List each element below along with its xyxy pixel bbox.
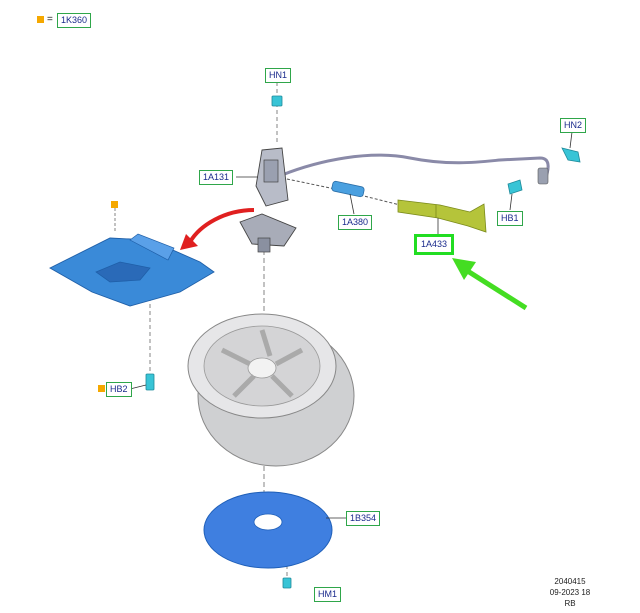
legend-equals: = <box>47 14 53 25</box>
label-1a380: 1A380 <box>338 215 373 230</box>
legend-marker <box>37 16 44 23</box>
hb2-marker <box>98 385 105 392</box>
hb2-label-leader <box>129 384 147 390</box>
label-1b354: 1B354 <box>346 511 381 526</box>
fastener-hn1 <box>271 95 283 107</box>
fastener-hm1 <box>282 577 292 589</box>
legend-code-label: 1K360 <box>57 13 92 28</box>
bracket-marker <box>111 201 118 208</box>
hn2-leader <box>569 131 573 149</box>
label-1a433: 1A433 <box>414 234 455 255</box>
cable-end-clip <box>537 147 581 185</box>
footer-initials: RB <box>564 599 576 608</box>
release-cable <box>281 153 550 181</box>
label-hn1: HN1 <box>265 68 292 83</box>
callout-arrow <box>452 258 528 311</box>
spare-wheel <box>187 313 355 467</box>
spare-wheel-tray <box>203 491 333 569</box>
label-hm1: HM1 <box>314 587 342 602</box>
a380-leader <box>349 193 355 215</box>
label-hb2: HB2 <box>106 382 132 397</box>
label-hn2: HN2 <box>560 118 587 133</box>
fastener-hb2 <box>145 373 155 391</box>
release-cable-rod <box>281 177 401 206</box>
release-handle <box>397 199 487 233</box>
hb1-leader <box>509 193 513 211</box>
label-hb1: HB1 <box>497 211 523 226</box>
footer-diagram-number: 2040415 <box>554 577 586 586</box>
fastener-hb1 <box>507 179 523 195</box>
footer-date: 09-2023 18 <box>549 588 591 597</box>
cable-connector <box>331 180 365 198</box>
footer-info: 2040415 09-2023 18 RB <box>540 576 600 609</box>
winch-mechanism <box>239 147 297 253</box>
label-1a131: 1A131 <box>199 170 234 185</box>
spare-wheel-bracket <box>49 233 215 307</box>
motion-arrow <box>180 208 255 250</box>
